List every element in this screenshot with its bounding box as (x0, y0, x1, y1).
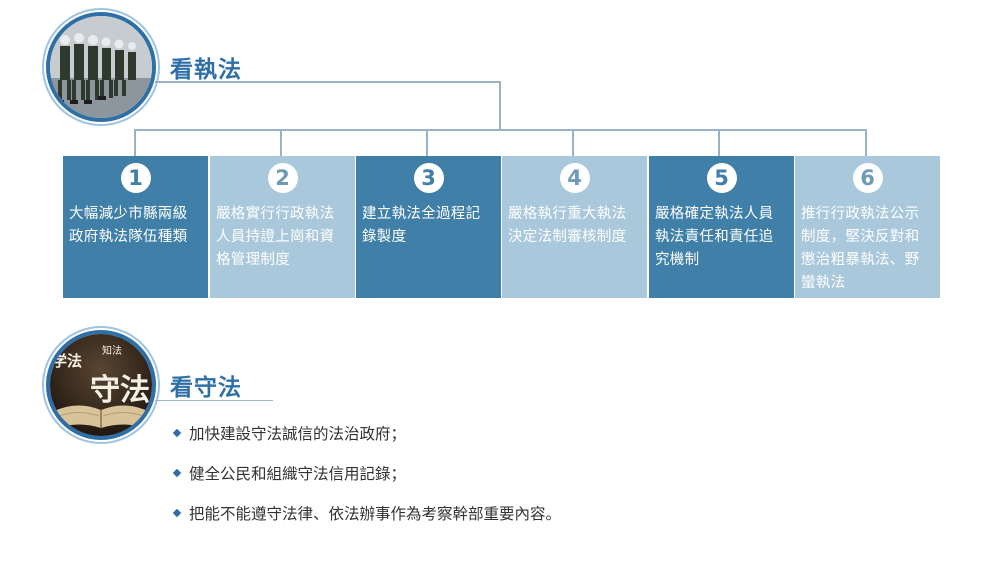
law-book-photo: 守法 知法 学法 (46, 330, 156, 440)
step-number: 1 (120, 163, 151, 193)
book-image-small-text: 知法 (102, 344, 122, 357)
diamond-bullet-icon (172, 428, 182, 438)
list-item: 把能不能遵守法律、依法辦事作為考察幹部重要內容。 (172, 502, 562, 542)
connector-line (280, 129, 282, 156)
list-item: 加快建設守法誠信的法治政府； (172, 422, 561, 462)
step-number: 6 (852, 163, 883, 193)
connector-line (426, 129, 428, 156)
diamond-bullet-icon (172, 508, 182, 518)
compliance-list: 加快建設守法誠信的法治政府； 健全公民和組織守法信用記錄； 把能不能遵守法律、依… (172, 422, 562, 542)
step-box-5: 5 嚴格確定執法人員執法責任和責任追究機制 (649, 156, 794, 298)
list-item-text: 把能不能遵守法律、依法辦事作為考察幹部重要內容。 (189, 505, 562, 523)
step-box-6: 6 推行行政執法公示制度，堅決反對和懲治粗暴執法、野蠻執法 (795, 156, 940, 298)
connector-line (572, 129, 574, 156)
list-item: 健全公民和組織守法信用記錄； (172, 462, 561, 502)
step-number: 2 (267, 163, 298, 193)
step-box-2: 2 嚴格實行行政執法人員持證上崗和資格管理制度 (210, 156, 355, 298)
step-text: 嚴格實行行政執法人員持證上崗和資格管理制度 (216, 206, 335, 268)
step-number: 3 (413, 163, 444, 193)
book-image-side-text: 学法 (52, 352, 82, 370)
connector-line (135, 129, 867, 131)
connector-line (134, 129, 136, 156)
connector-line (718, 129, 720, 156)
step-number: 4 (559, 163, 590, 193)
connector-line (499, 81, 501, 129)
step-text: 嚴格確定執法人員執法責任和責任追究機制 (655, 206, 774, 268)
section-title-enforcement: 看執法 (170, 57, 242, 83)
connector-line (155, 81, 500, 83)
book-image-main-text: 守法 (90, 373, 150, 408)
step-box-3: 3 建立執法全過程記錄製度 (356, 156, 501, 298)
step-number: 5 (706, 163, 737, 193)
diamond-bullet-icon (172, 468, 182, 478)
soldiers-photo (46, 12, 156, 122)
step-text: 建立執法全過程記錄製度 (362, 206, 481, 245)
list-item-text: 加快建設守法誠信的法治政府； (189, 425, 407, 443)
step-text: 推行行政執法公示制度，堅決反對和懲治粗暴執法、野蠻執法 (801, 206, 920, 291)
step-text: 大幅減少市縣兩級政府執法隊伍種類 (69, 206, 188, 245)
step-box-4: 4 嚴格執行重大執法決定法制審核制度 (502, 156, 647, 298)
connector-line (865, 129, 867, 156)
title-underline (155, 400, 273, 401)
step-text: 嚴格執行重大執法決定法制審核制度 (508, 206, 627, 245)
step-box-1: 1 大幅減少市縣兩級政府執法隊伍種類 (63, 156, 208, 298)
section-title-compliance: 看守法 (170, 375, 242, 401)
list-item-text: 健全公民和組織守法信用記錄； (189, 465, 407, 483)
